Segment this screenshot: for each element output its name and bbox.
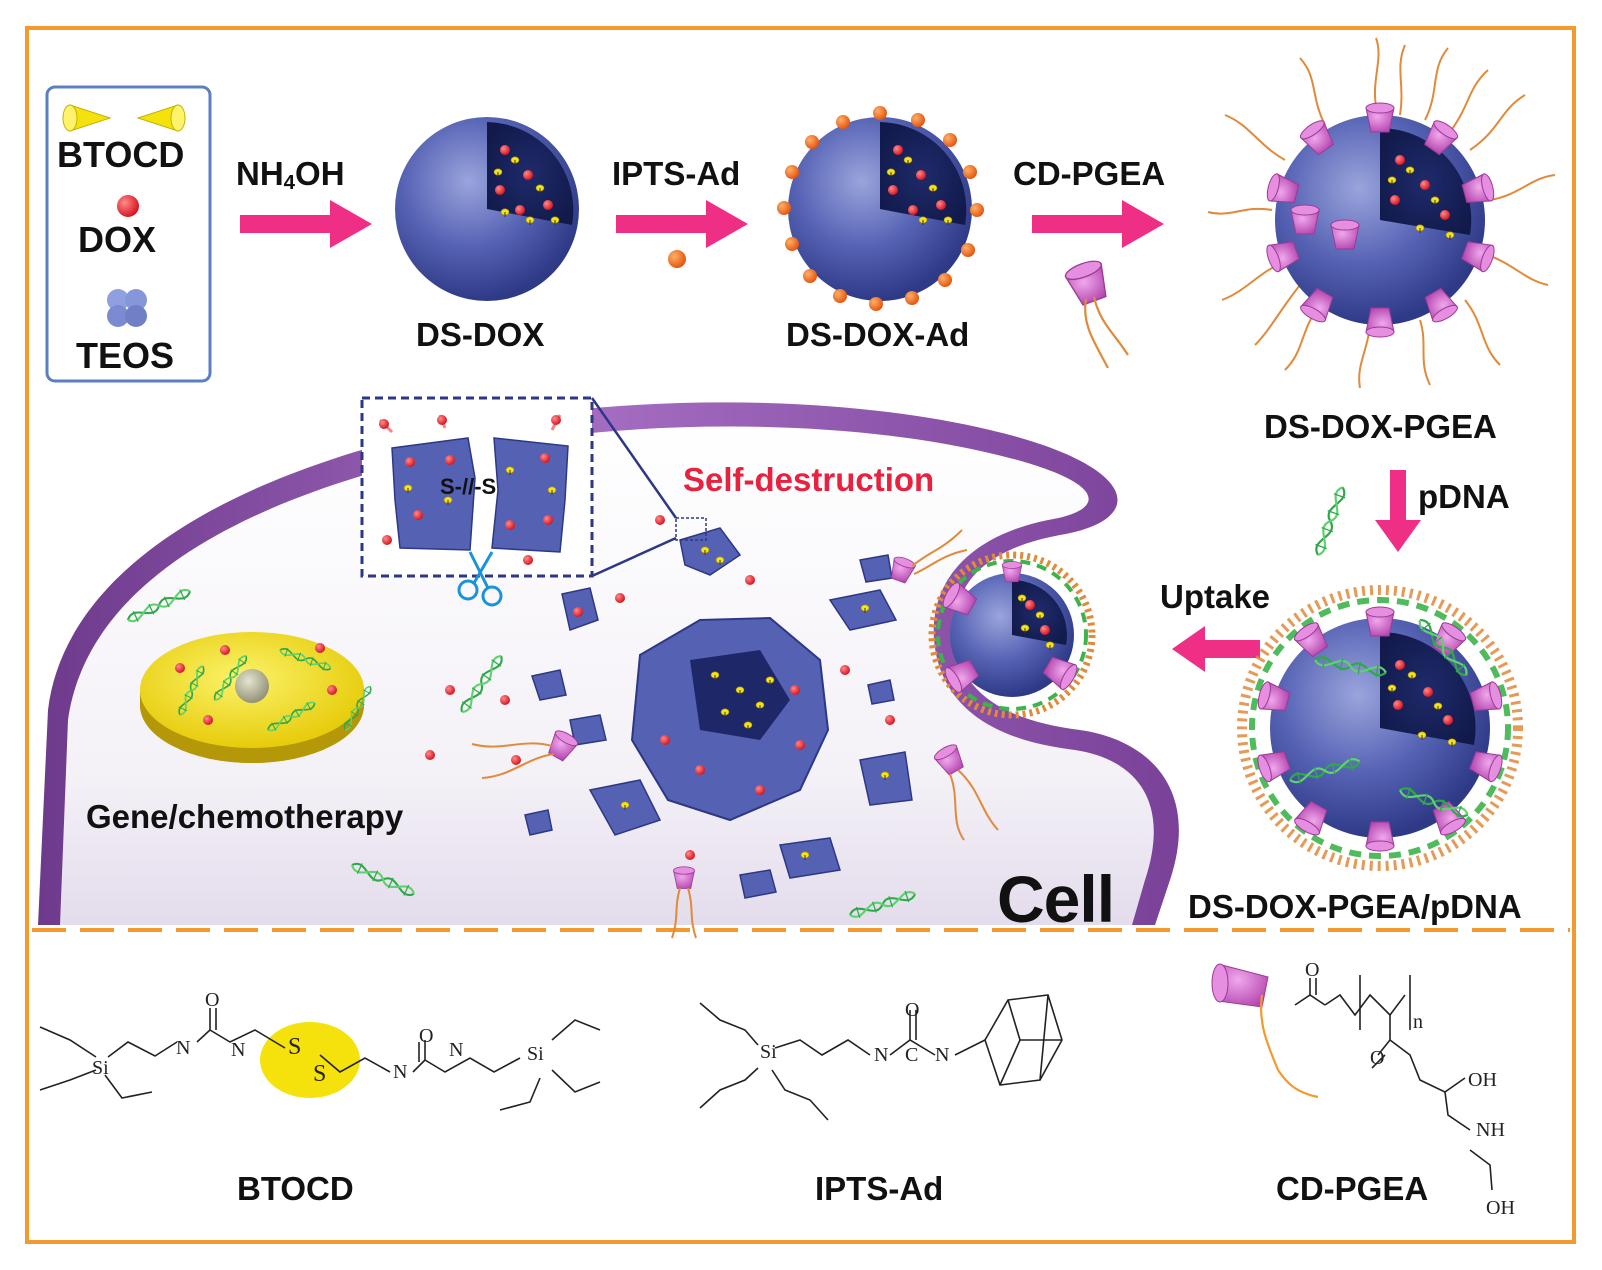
dox-symbol-icon <box>117 195 139 217</box>
btocd-structure <box>39 1008 601 1111</box>
legend-btocd-label: BTOCD <box>57 134 185 175</box>
atom-o: O <box>1370 1047 1385 1069</box>
free-cd-pgea <box>471 529 999 939</box>
cd-pgea-arrow <box>1032 200 1164 248</box>
pdna-arrow <box>1375 470 1421 552</box>
atom-n: N <box>231 1039 246 1061</box>
atom-nh: NH <box>1476 1119 1505 1141</box>
atom-c: C <box>905 1044 919 1066</box>
cd-pgea-structure-cd-icon <box>1211 963 1319 1099</box>
ds-dox-ad-label: DS-DOX-Ad <box>786 316 970 353</box>
cd-pgea-structure <box>1294 975 1493 1191</box>
btocd-symbol-icon <box>62 104 186 132</box>
self-destruction-label: Self-destruction <box>683 461 935 498</box>
ds-dox-pgea-label: DS-DOX-PGEA <box>1264 408 1497 445</box>
atom-o: O <box>905 999 920 1021</box>
disulfide-bond-label: S-//-S <box>440 474 497 499</box>
atom-s: S <box>288 1034 302 1060</box>
ipts-ad-structure <box>699 994 1063 1121</box>
ds-dox-pgea-pdna-particle <box>1237 585 1523 871</box>
atom-o: O <box>419 1025 434 1047</box>
reagent-legend-box <box>45 85 212 383</box>
gene-chemotherapy-label: Gene/chemotherapy <box>86 798 404 835</box>
atom-n-subscript: n <box>1413 1011 1423 1033</box>
scissors-icon <box>457 551 503 607</box>
ds-dox-ad-particle <box>777 106 984 311</box>
ipts-ad-step-label: IPTS-Ad <box>612 155 741 192</box>
ds-dox-label: DS-DOX <box>416 316 545 353</box>
atom-n: N <box>874 1044 889 1066</box>
atom-si: Si <box>92 1057 109 1079</box>
atom-si: Si <box>527 1043 544 1065</box>
outer-frame <box>25 26 1576 1244</box>
cd-pgea-step-label: CD-PGEA <box>1013 155 1166 192</box>
fragments <box>425 515 913 899</box>
atom-oh: OH <box>1486 1197 1515 1219</box>
cd-pgea-structure-label: CD-PGEA <box>1276 1170 1429 1207</box>
zoom-inset <box>360 396 707 607</box>
nh4oh-label: NH4OH <box>236 155 345 195</box>
atom-n: N <box>393 1061 408 1083</box>
atom-oh: OH <box>1468 1069 1497 1091</box>
teos-symbol-icon <box>107 289 147 327</box>
btocd-structure-label: BTOCD <box>237 1170 354 1207</box>
cell-label: Cell <box>997 862 1115 936</box>
ds-dox-particle <box>395 117 579 301</box>
atom-s: S <box>313 1061 327 1087</box>
adamantane-dot-icon <box>668 250 686 268</box>
uptake-label: Uptake <box>1160 578 1271 615</box>
internalized-particle <box>928 551 1096 719</box>
ipts-ad-arrow <box>616 200 748 248</box>
legend-teos-label: TEOS <box>76 335 175 376</box>
legend-dox-label: DOX <box>78 219 157 260</box>
ds-dox-pgea-pdna-label: DS-DOX-PGEA/pDNA <box>1188 888 1522 925</box>
atom-o: O <box>205 989 220 1011</box>
atom-n: N <box>176 1037 191 1059</box>
ds-dox-pgea-particle <box>1207 37 1556 389</box>
pdna-step-label: pDNA <box>1418 478 1510 515</box>
uptake-arrow <box>1172 626 1260 672</box>
atom-o: O <box>1305 959 1320 981</box>
pdna-helix-icon <box>1311 484 1350 559</box>
atom-si: Si <box>760 1041 777 1063</box>
atom-n: N <box>935 1044 950 1066</box>
atom-n: N <box>449 1039 464 1061</box>
nucleus <box>140 632 375 763</box>
cd-pgea-reagent-icon <box>1062 256 1129 369</box>
nh4oh-arrow <box>240 200 372 248</box>
ipts-ad-structure-label: IPTS-Ad <box>815 1170 944 1207</box>
